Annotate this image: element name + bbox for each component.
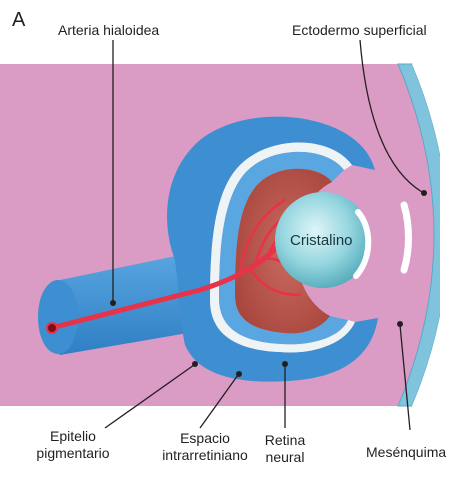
dot-retina	[282, 361, 288, 367]
optic-stalk	[41, 250, 205, 355]
lens-highlight	[353, 209, 372, 279]
panel-letter: A	[12, 9, 26, 31]
neural-retina	[219, 151, 348, 345]
optic-cup-outer	[167, 116, 378, 382]
leader-ectodermo	[359, 39, 423, 193]
label-arteria-hialoidea: Arteria hialoidea	[58, 22, 160, 38]
label-epitelio-line2: pigmentario	[36, 445, 110, 461]
leader-dots	[110, 190, 427, 377]
surface-ectoderm-edge	[412, 64, 448, 406]
dot-arteria	[110, 300, 116, 306]
optic-stalk-end	[38, 280, 78, 354]
label-mesenquima: Mesénquima	[366, 444, 447, 460]
leader-lines	[104, 39, 423, 431]
leader-mesenquima	[399, 324, 411, 431]
label-espacio-intrarretiniano: Espacio intrarretiniano	[150, 430, 260, 464]
ectoderm-highlight	[400, 201, 412, 274]
leader-epitelio	[104, 364, 195, 429]
label-retina-line2: neural	[265, 449, 305, 465]
intraretinal-space	[210, 142, 355, 353]
label-cristalino: Cristalino	[290, 232, 353, 249]
dot-espacio	[236, 371, 242, 377]
dot-ectodermo	[421, 190, 427, 196]
lens	[275, 192, 371, 288]
label-epitelio-pigmentario: Epitelio pigmentario	[18, 428, 128, 462]
label-ectodermo-superficial: Ectodermo superficial	[292, 22, 427, 38]
label-epitelio-line1: Epitelio	[50, 428, 96, 444]
artery-origin	[46, 322, 58, 334]
dot-mesenquima	[397, 321, 403, 327]
label-espacio-line1: Espacio	[180, 430, 230, 446]
label-retina-neural: Retina neural	[255, 432, 315, 466]
dot-epitelio	[192, 361, 198, 367]
label-retina-line1: Retina	[264, 432, 306, 448]
label-espacio-line2: intrarretiniano	[162, 447, 248, 463]
leader-espacio	[199, 374, 239, 429]
